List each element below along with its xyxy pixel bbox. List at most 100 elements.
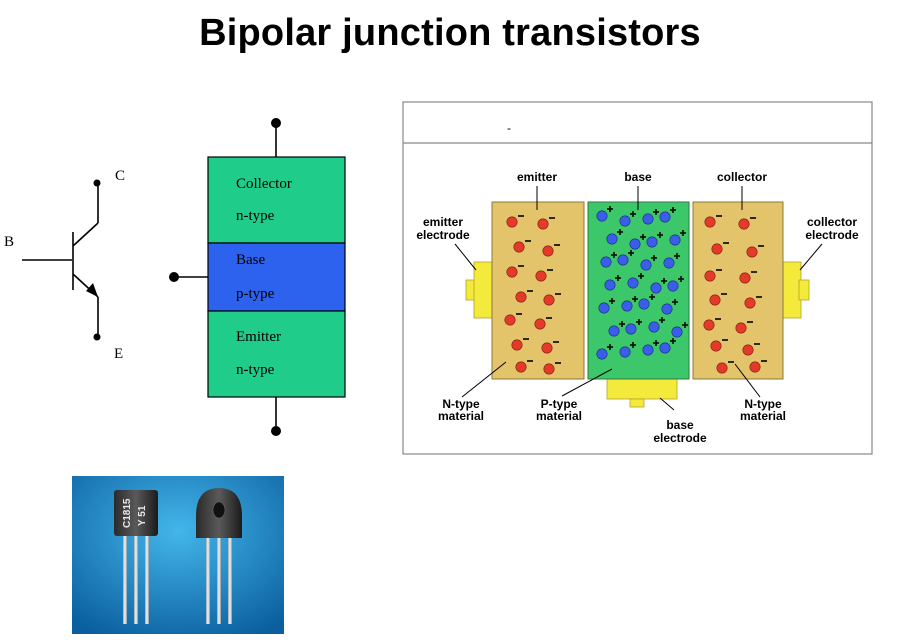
marking-line-1: C1815 bbox=[122, 498, 133, 528]
electron-12 bbox=[515, 361, 527, 373]
label-p-1: P-type bbox=[541, 397, 578, 411]
plus-sign-0 bbox=[607, 206, 613, 212]
plus-sign-19 bbox=[672, 299, 678, 305]
photo-background bbox=[72, 476, 284, 634]
hole-11 bbox=[663, 257, 675, 269]
symbol-lines bbox=[22, 184, 99, 336]
hole-1 bbox=[619, 215, 631, 227]
plus-sign-3 bbox=[670, 207, 676, 213]
n-region-right bbox=[692, 201, 784, 380]
hole-9 bbox=[617, 254, 629, 266]
electron-18 bbox=[704, 270, 716, 282]
emitter-terminal bbox=[93, 333, 101, 341]
label-c: C bbox=[115, 168, 125, 184]
label-p-2: material bbox=[536, 409, 582, 423]
electron-3 bbox=[542, 245, 554, 257]
plus-sign-4 bbox=[617, 229, 623, 235]
electron-11 bbox=[541, 342, 553, 354]
label-collector: collector bbox=[717, 170, 767, 184]
plus-sign-5 bbox=[640, 234, 646, 240]
label-n-left-1: N-type bbox=[442, 397, 480, 411]
plus-sign-22 bbox=[659, 317, 665, 323]
hole-23 bbox=[671, 326, 683, 338]
label-n-right-2: material bbox=[740, 409, 786, 423]
electron-25 bbox=[742, 344, 754, 356]
hole-15 bbox=[667, 280, 679, 292]
electron-17 bbox=[746, 246, 758, 258]
plus-sign-12 bbox=[615, 275, 621, 281]
label-collector-electrode-1: collector bbox=[807, 215, 857, 229]
hole-21 bbox=[625, 323, 637, 335]
electron-14 bbox=[704, 216, 716, 228]
plus-sign-9 bbox=[628, 250, 634, 256]
electron-8 bbox=[504, 314, 516, 326]
label-n-left-2: material bbox=[438, 409, 484, 423]
label-b: B bbox=[4, 234, 14, 250]
plus-sign-27 bbox=[670, 338, 676, 344]
electron-26 bbox=[716, 362, 728, 374]
collector-layer-type: n-type bbox=[236, 208, 275, 224]
hole-7 bbox=[669, 234, 681, 246]
hole-5 bbox=[629, 238, 641, 250]
label-emitter: emitter bbox=[517, 170, 557, 184]
hole-18 bbox=[638, 298, 650, 310]
hole-6 bbox=[646, 236, 658, 248]
transistor-front: C1815 Y 51 bbox=[114, 490, 158, 624]
collector-layer-name: Collector bbox=[236, 176, 292, 192]
electron-9 bbox=[534, 318, 546, 330]
base-layer-name: Base bbox=[236, 252, 266, 268]
label-e: E bbox=[114, 346, 123, 362]
plus-sign-20 bbox=[619, 321, 625, 327]
electron-21 bbox=[744, 297, 756, 309]
electron-10 bbox=[511, 339, 523, 351]
plus-sign-11 bbox=[674, 253, 680, 259]
electron-24 bbox=[710, 340, 722, 352]
hole-10 bbox=[640, 259, 652, 271]
electron-27 bbox=[749, 361, 761, 373]
base-electrode bbox=[606, 378, 678, 408]
label-base: base bbox=[624, 170, 652, 184]
electron-13 bbox=[543, 363, 555, 375]
electron-1 bbox=[537, 218, 549, 230]
hole-27 bbox=[659, 342, 671, 354]
plus-sign-2 bbox=[653, 209, 659, 215]
plus-sign-18 bbox=[649, 294, 655, 300]
hole-3 bbox=[659, 211, 671, 223]
charge-carriers bbox=[504, 206, 767, 375]
plus-sign-21 bbox=[636, 319, 642, 325]
emitter-layer-type: n-type bbox=[236, 362, 275, 378]
plus-sign-26 bbox=[653, 340, 659, 346]
hole-4 bbox=[606, 233, 618, 245]
hole-14 bbox=[650, 282, 662, 294]
transistor-photo: C1815 Y 51 bbox=[72, 476, 284, 634]
emitter-layer-name: Emitter bbox=[236, 329, 281, 345]
collector-electrode bbox=[780, 261, 810, 319]
electron-16 bbox=[711, 243, 723, 255]
electron-2 bbox=[513, 241, 525, 253]
plus-sign-10 bbox=[651, 255, 657, 261]
page-title: Bipolar junction transistors bbox=[199, 12, 701, 54]
plus-sign-16 bbox=[609, 298, 615, 304]
electron-22 bbox=[703, 319, 715, 331]
emitter-arrow-icon bbox=[86, 283, 98, 297]
hole-26 bbox=[642, 344, 654, 356]
electron-0 bbox=[506, 216, 518, 228]
hole-13 bbox=[627, 277, 639, 289]
electron-7 bbox=[543, 294, 555, 306]
top-terminal bbox=[271, 118, 281, 128]
electron-4 bbox=[506, 266, 518, 278]
electron-19 bbox=[739, 272, 751, 284]
hole-24 bbox=[596, 348, 608, 360]
electron-15 bbox=[738, 218, 750, 230]
plus-sign-14 bbox=[661, 278, 667, 284]
label-n-right-1: N-type bbox=[744, 397, 782, 411]
plus-sign-23 bbox=[682, 322, 688, 328]
plus-sign-25 bbox=[630, 342, 636, 348]
bottom-terminal bbox=[271, 426, 281, 436]
label-collector-electrode-2: electrode bbox=[805, 228, 859, 242]
electron-23 bbox=[735, 322, 747, 334]
hole-20 bbox=[608, 325, 620, 337]
hole-17 bbox=[621, 300, 633, 312]
